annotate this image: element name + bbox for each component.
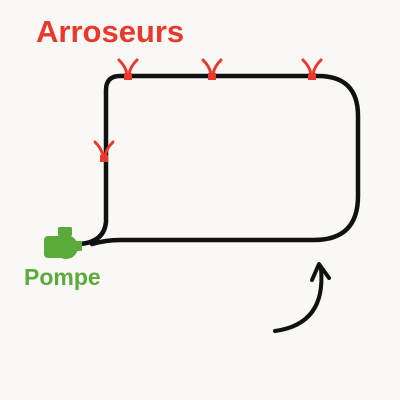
sprinkler-icon <box>201 58 223 80</box>
sprinkler-icon <box>117 58 139 80</box>
curved-arrow-icon <box>273 262 331 333</box>
sprinkler-icon <box>93 140 115 162</box>
sprinkler-icon <box>301 58 323 80</box>
pump-icon <box>44 227 82 259</box>
pump-label: Pompe <box>24 264 101 290</box>
diagram-title: Arroseurs <box>36 14 185 49</box>
pipe-loop <box>77 73 361 247</box>
